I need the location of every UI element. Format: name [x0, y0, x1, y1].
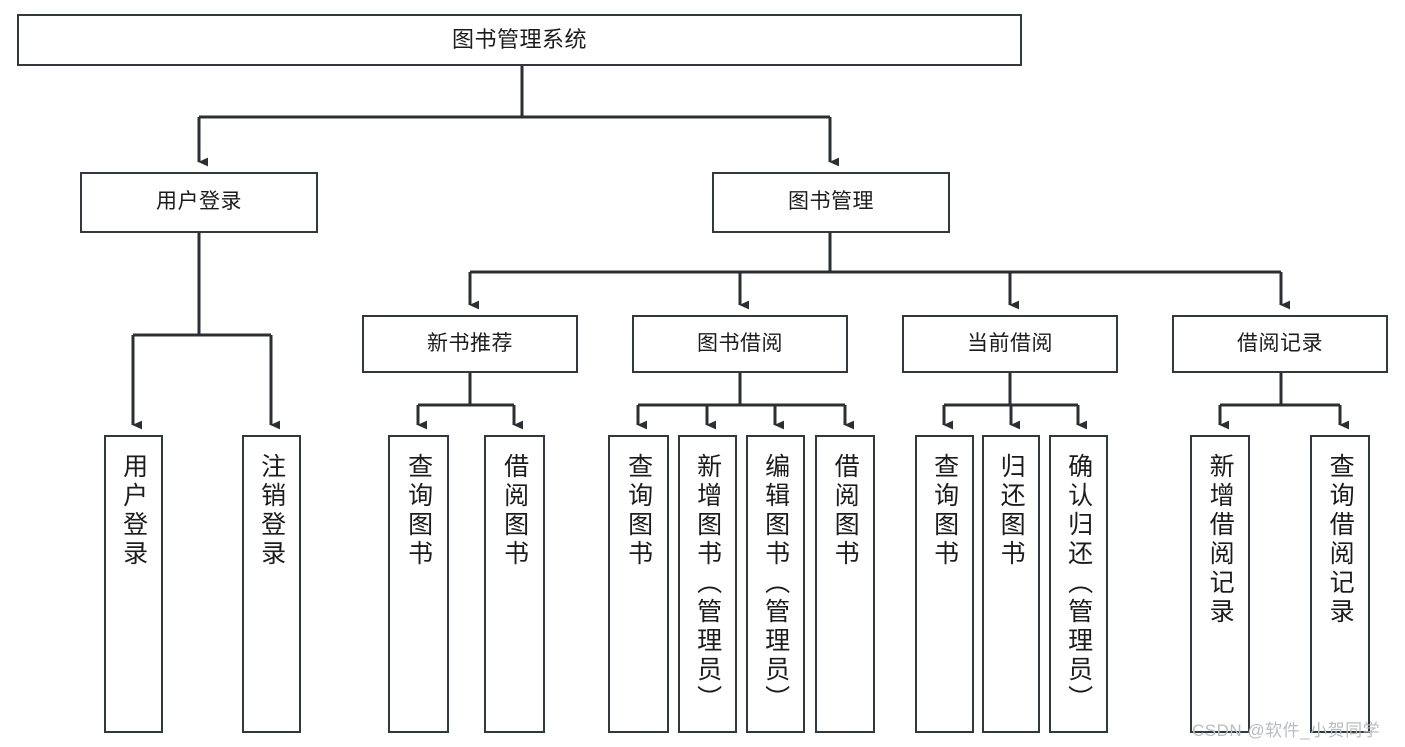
node-leaf-query-book-2[interactable]: 查询图书 [608, 435, 669, 733]
node-leaf-query-book-1[interactable]: 查询图书 [388, 435, 449, 733]
node-label: 图书管理 [788, 190, 874, 214]
node-new-book-recommend[interactable]: 新书推荐 [362, 315, 578, 373]
node-label: 当前借阅 [967, 331, 1053, 355]
node-leaf-add-record[interactable]: 新增借阅记录 [1190, 435, 1250, 733]
node-label: 新书推荐 [427, 331, 513, 355]
node-label: 图书借阅 [697, 331, 783, 355]
node-label: 借阅记录 [1237, 331, 1323, 355]
node-label: 查询图书 [404, 453, 433, 569]
node-label: 归还图书 [997, 453, 1026, 569]
node-borrow-record[interactable]: 借阅记录 [1172, 315, 1388, 373]
node-leaf-confirm-return[interactable]: 确认归还（管理员） [1049, 435, 1108, 733]
node-label: 用户登录 [119, 453, 148, 569]
node-label: 注销登录 [257, 453, 286, 569]
node-label: 新增图书（管理员） [693, 453, 722, 714]
node-label: 查询图书 [624, 453, 653, 569]
node-book-borrow[interactable]: 图书借阅 [632, 315, 848, 373]
node-label: 查询借阅记录 [1326, 453, 1355, 627]
csdn-watermark: CSDN @软件_小贺同学 [1192, 721, 1381, 740]
node-label: 图书管理系统 [451, 27, 587, 53]
node-label: 确认归还（管理员） [1064, 453, 1093, 714]
node-label: 查询图书 [930, 453, 959, 569]
node-leaf-query-book-3[interactable]: 查询图书 [915, 435, 974, 733]
node-book-management[interactable]: 图书管理 [712, 172, 950, 233]
node-label: 用户登录 [156, 190, 242, 214]
node-leaf-return-book[interactable]: 归还图书 [982, 435, 1040, 733]
node-label: 编辑图书（管理员） [761, 453, 790, 714]
node-label: 借阅图书 [500, 453, 529, 569]
node-leaf-query-record[interactable]: 查询借阅记录 [1310, 435, 1370, 733]
node-leaf-borrow-book-1[interactable]: 借阅图书 [484, 435, 545, 733]
node-leaf-edit-book[interactable]: 编辑图书（管理员） [746, 435, 805, 733]
node-current-borrow[interactable]: 当前借阅 [902, 315, 1118, 373]
node-leaf-logout[interactable]: 注销登录 [242, 435, 301, 733]
node-leaf-add-book[interactable]: 新增图书（管理员） [678, 435, 737, 733]
node-label: 借阅图书 [831, 453, 860, 569]
node-root-system[interactable]: 图书管理系统 [17, 14, 1022, 66]
node-user-login[interactable]: 用户登录 [80, 172, 318, 233]
node-leaf-borrow-book-2[interactable]: 借阅图书 [815, 435, 875, 733]
node-label: 新增借阅记录 [1206, 453, 1235, 627]
node-leaf-user-login[interactable]: 用户登录 [104, 435, 163, 733]
